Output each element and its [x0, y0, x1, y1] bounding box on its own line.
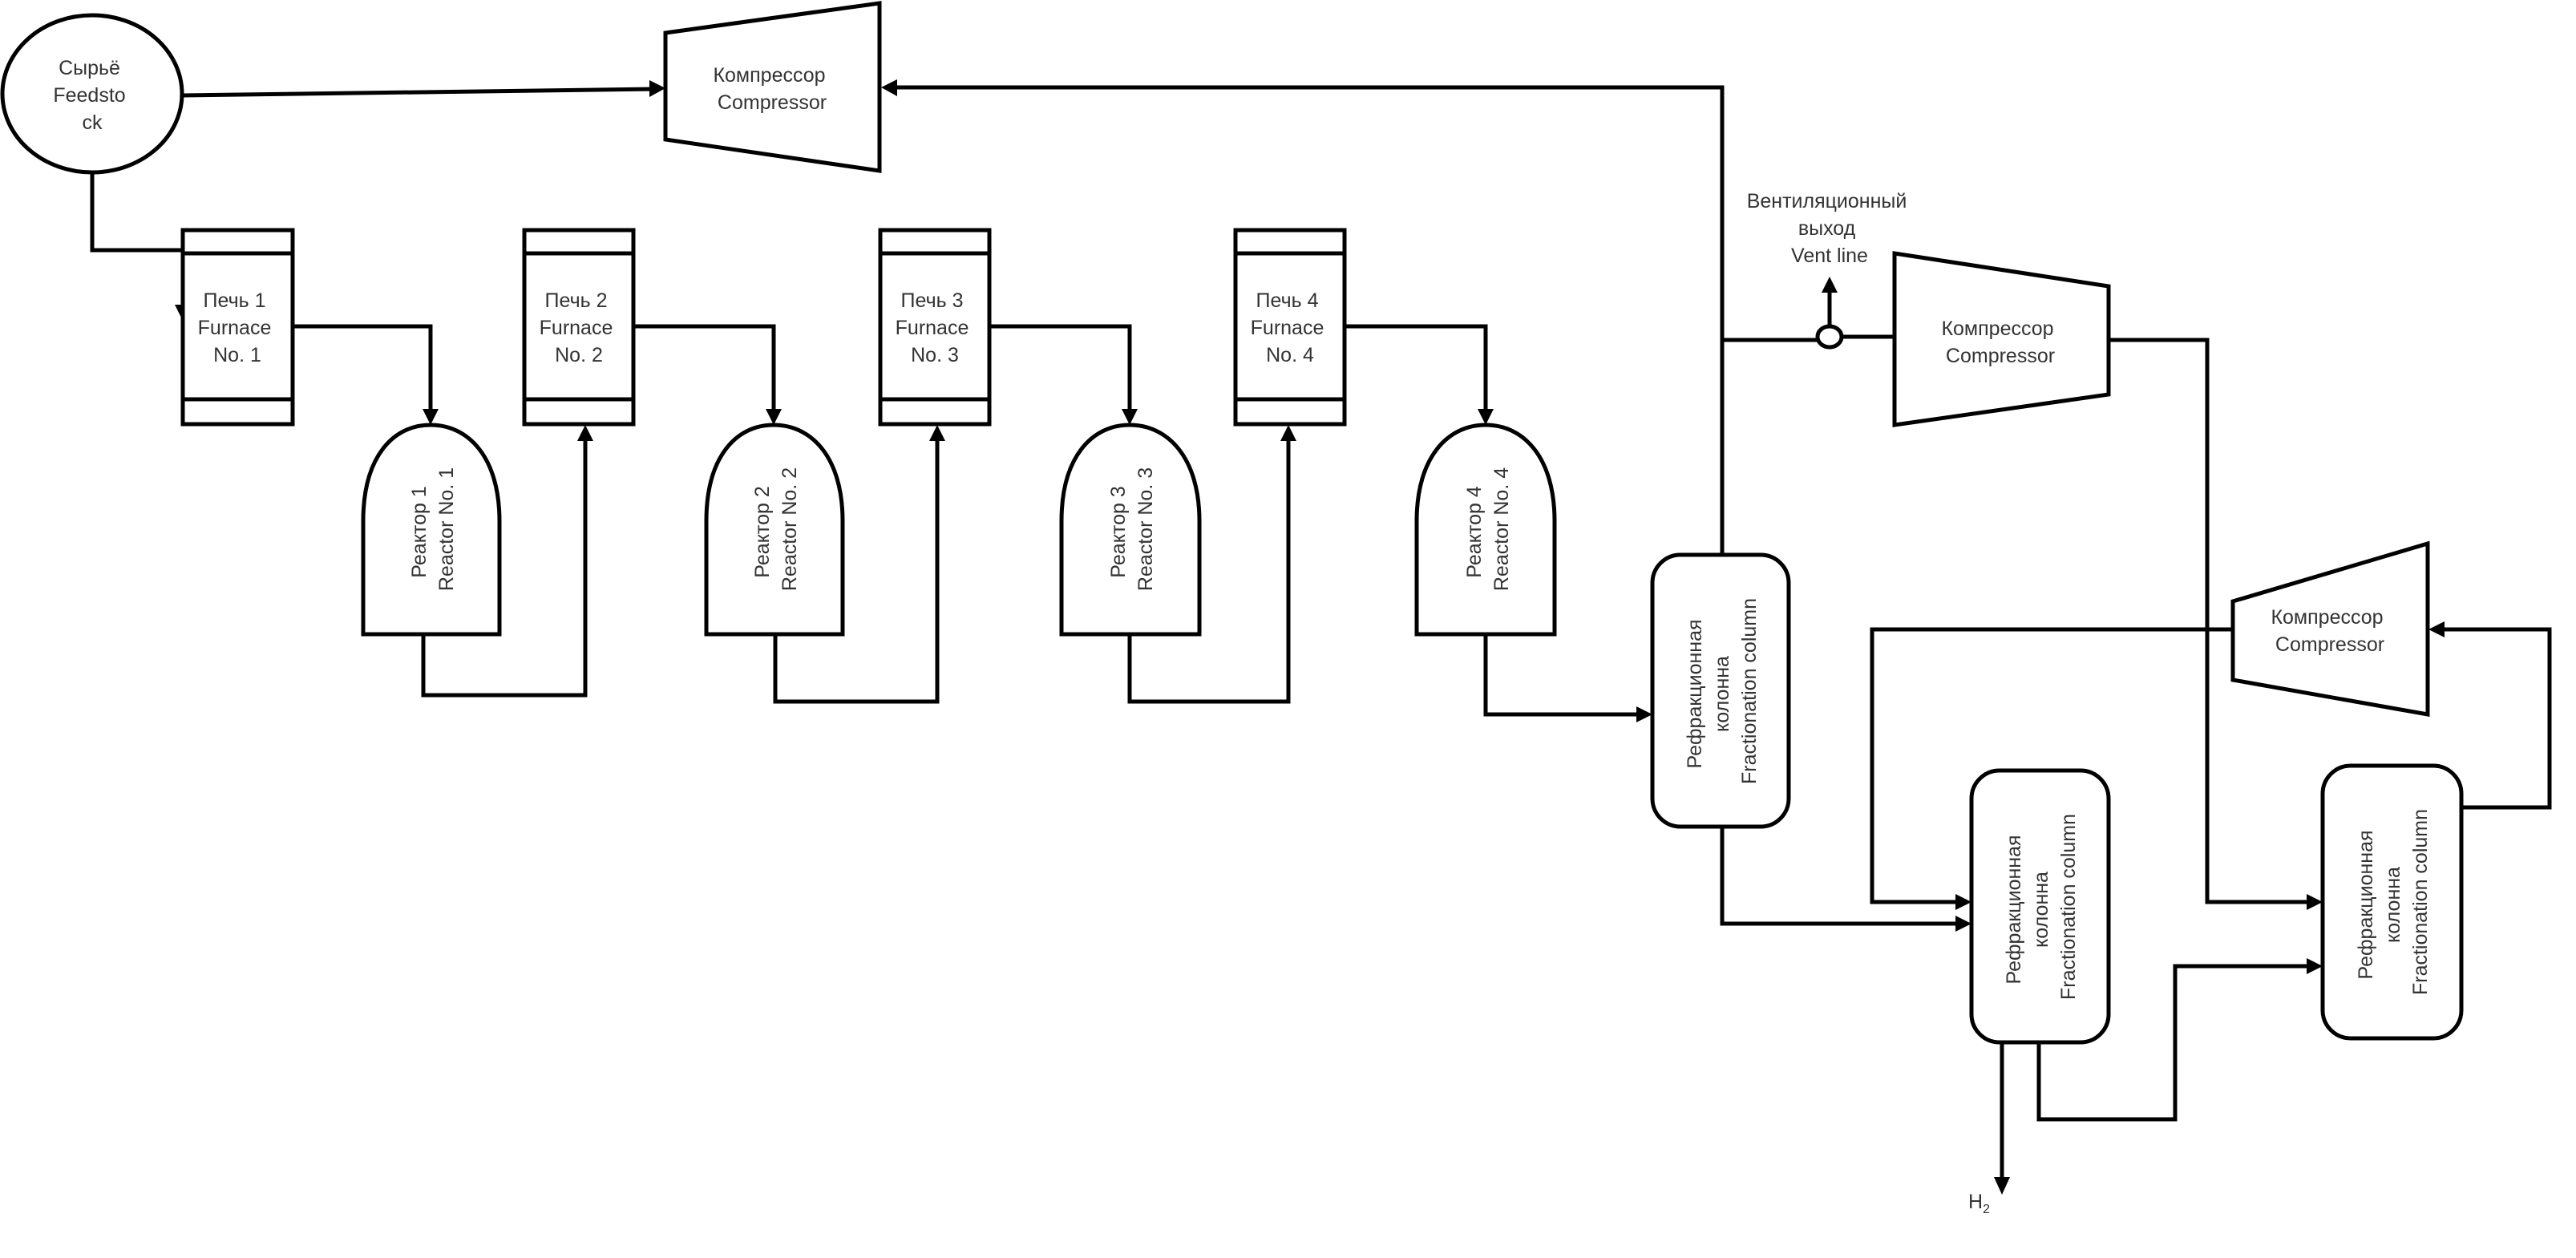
arrow-into-reactor2	[766, 409, 782, 425]
fractionation-column-1: Рефракционная колонна Fractionation colu…	[1650, 552, 1791, 829]
compressor-main-label: Компрессор Compressor	[713, 64, 831, 114]
furnace-2-label: Печь 2 Furnace No. 2	[540, 289, 619, 366]
arrow-into-compressor-main-right	[881, 79, 897, 96]
reactor-1: Реактор 1 Reactor No. 1	[361, 423, 502, 637]
feedstock-node: Сырьё Feedsto ck	[0, 13, 184, 175]
furnace-4-shape	[1233, 228, 1347, 427]
compressor-main: Компрессор Compressor	[663, 1, 882, 173]
furnace-4-label: Печь 4 Furnace No. 4	[1251, 289, 1330, 366]
reactor-1-label: Реактор 1 Reactor No. 1	[408, 467, 458, 591]
reactor-2: Реактор 2 Reactor No. 2	[704, 423, 845, 637]
reactor-3-label: Реактор 3 Reactor No. 3	[1107, 467, 1157, 591]
compressor-vent-shape	[1892, 251, 2111, 427]
line-furnace3-to-reactor3	[989, 324, 1132, 413]
furnace-1-shape	[180, 228, 295, 427]
arrow-into-column2-a	[1955, 894, 1971, 910]
compressor-vent-label: Компрессор Compressor	[1941, 318, 2059, 367]
line-reactor3-to-furnace4	[1127, 437, 1291, 704]
reactor-3-shape	[1059, 423, 1202, 637]
furnace-1: Печь 1 Furnace No. 1	[180, 228, 295, 427]
compressor-vent: Компрессор Compressor	[1892, 251, 2111, 427]
fractionation-column-3: Рефракционная колонна Fractionation colu…	[2320, 763, 2464, 1041]
line-furnace2-to-reactor2	[633, 324, 776, 413]
arrow-into-column3-a	[2307, 894, 2323, 910]
arrow-into-reactor3	[1122, 409, 1138, 425]
line-reactor4-to-column1	[1483, 634, 1640, 717]
arrow-into-column3-b	[2307, 958, 2323, 974]
line-column1-to-compressor-main	[890, 85, 1725, 555]
furnace-2: Печь 2 Furnace No. 2	[522, 228, 636, 427]
arrow-into-reactor4	[1478, 409, 1494, 425]
arrow-vent-out	[1822, 277, 1838, 293]
fractionation-column-2-label: Рефракционная колонна Fractionation colu…	[2003, 814, 2080, 1000]
fractionation-column-2: Рефракционная колонна Fractionation colu…	[1969, 768, 2111, 1045]
reactor-3: Реактор 3 Reactor No. 3	[1059, 423, 1202, 637]
fractionation-column-3-label: Рефракционная колонна Fractionation colu…	[2355, 809, 2432, 995]
vent-line-label: Вентиляционный выход Vent line	[1747, 190, 1913, 267]
furnace-4: Печь 4 Furnace No. 4	[1233, 228, 1347, 427]
hydrogen-label: H2	[1968, 1191, 1990, 1216]
compressor-main-shape	[663, 1, 882, 173]
compressor-recycle-label: Компрессор Compressor	[2271, 606, 2388, 656]
line-feedstock-to-furnace1	[90, 172, 185, 309]
line-column1-to-column2	[1720, 827, 1958, 926]
line-reactor2-to-furnace3	[773, 437, 940, 704]
compressor-recycle-shape	[2230, 540, 2430, 717]
reactor-4: Реактор 4 Reactor No. 4	[1414, 423, 1557, 637]
fractionation-column-1-label: Рефракционная колонна Fractionation colu…	[1684, 598, 1761, 784]
arrow-into-compressor-recycle	[2428, 621, 2445, 637]
arrow-into-column2-b	[1955, 916, 1971, 932]
reactor-1-shape	[361, 423, 502, 637]
fractionation-column-3-shape	[2320, 763, 2464, 1041]
arrow-into-furnace4	[1280, 425, 1296, 441]
furnace-3: Печь 3 Furnace No. 3	[878, 228, 992, 427]
arrow-into-furnace2	[577, 425, 593, 441]
arrow-into-column1	[1636, 706, 1652, 722]
reactor-2-shape	[704, 423, 845, 637]
line-vent-compressor-to-column3	[2109, 338, 2309, 904]
reactor-4-shape	[1414, 423, 1557, 637]
compressor-recycle: Компрессор Compressor	[2230, 540, 2430, 717]
arrow-into-reactor1	[423, 409, 439, 425]
arrow-into-compressor-main-left	[649, 80, 665, 97]
line-feedstock-to-compressor	[181, 87, 657, 98]
vent-valve-icon	[1815, 324, 1844, 350]
line-recycle-compressor-to-column2	[1870, 627, 2233, 904]
furnace-3-label: Печь 3 Furnace No. 3	[896, 289, 975, 366]
line-furnace4-to-reactor4	[1345, 324, 1488, 413]
line-column2-to-column3	[2036, 964, 2309, 1122]
line-reactor1-to-furnace2	[421, 437, 588, 698]
line-furnace1-to-reactor1	[293, 324, 433, 413]
arrow-hydrogen-out	[1994, 1177, 2010, 1195]
feedstock-label: Сырьё Feedsto ck	[53, 57, 131, 134]
reactor-2-label: Реактор 2 Reactor No. 2	[751, 467, 801, 591]
arrow-into-furnace3	[929, 425, 945, 441]
furnace-3-shape	[878, 228, 992, 427]
furnace-1-label: Печь 1 Furnace No. 1	[198, 289, 277, 366]
reactor-4-label: Реактор 4 Reactor No. 4	[1463, 467, 1513, 591]
line-column3-to-recycle-compressor	[2441, 627, 2552, 810]
